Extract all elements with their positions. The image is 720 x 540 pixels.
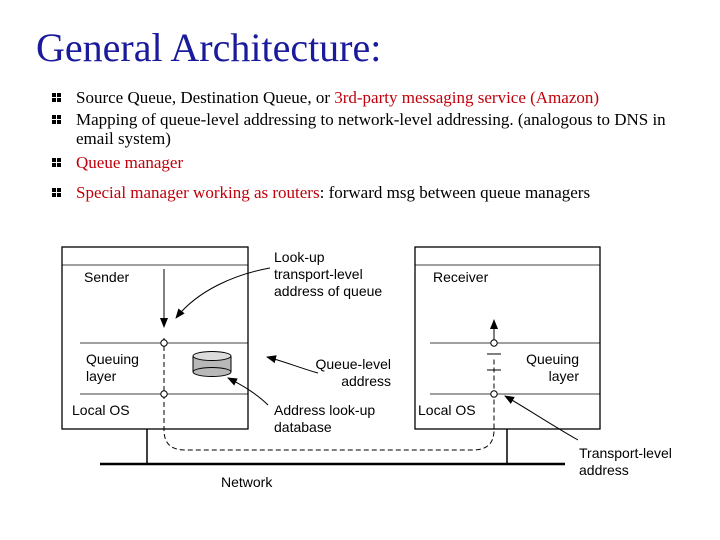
queuing-layer-left-label: layer xyxy=(86,368,117,384)
queuing-layer-right-label: Queuing xyxy=(526,351,579,367)
lookup-annotation: address of queue xyxy=(274,283,382,299)
local-os-right-label: Local OS xyxy=(418,402,476,418)
lookup-arrow xyxy=(175,267,271,319)
slide-title: General Architecture: xyxy=(36,25,382,70)
queuing-layer-right-label: layer xyxy=(549,368,580,384)
bullet-text: Mapping of queue-level addressing to net… xyxy=(76,110,666,148)
bullet-text-highlight: 3rd-party messaging service (Amazon) xyxy=(334,88,600,107)
bullet-text-highlight: Queue manager xyxy=(76,153,184,172)
database-icon xyxy=(192,351,232,377)
message-path xyxy=(163,338,495,451)
sender-queue-node xyxy=(160,339,168,347)
queue-level-address-arrow xyxy=(266,355,319,374)
local-os-left-label: Local OS xyxy=(72,402,130,418)
bullet-text: : forward msg between queue managers xyxy=(319,183,591,202)
queuing-layer-left-label: Queuing xyxy=(86,351,139,367)
transport-level-address-label: Transport-level xyxy=(579,445,672,461)
diamond-bullet-icon xyxy=(52,188,61,197)
diamond-bullet-icon xyxy=(52,93,61,102)
bullet-text-highlight: Special manager working as routers xyxy=(76,183,320,202)
bullet-item-routers: Special manager working as routers: forw… xyxy=(52,183,702,202)
lookup-annotation: transport-level xyxy=(274,266,363,282)
network-label: Network xyxy=(221,474,273,490)
address-lookup-db-label: Address look-up xyxy=(274,402,375,418)
bullet-item-queue-manager: Queue manager xyxy=(52,153,702,172)
transport-address-arrow xyxy=(504,395,579,441)
sender-label: Sender xyxy=(84,269,129,285)
address-lookup-db-label: database xyxy=(274,419,332,435)
database-arrow xyxy=(227,377,269,406)
queue-level-address-label: address xyxy=(341,373,391,389)
diamond-bullet-icon xyxy=(52,158,61,167)
lookup-annotation: Look-up xyxy=(274,249,325,265)
bullet-text: Source Queue, Destination Queue, or xyxy=(76,88,335,107)
bullet-item-mapping: Mapping of queue-level addressing to net… xyxy=(52,110,702,148)
receiver-queue-node xyxy=(490,339,498,347)
diamond-bullet-icon xyxy=(52,115,61,124)
receiver-label: Receiver xyxy=(433,269,489,285)
sender-os-node xyxy=(160,390,168,398)
bullet-item-queues: Source Queue, Destination Queue, or 3rd-… xyxy=(52,88,702,107)
bullet-list: Source Queue, Destination Queue, or 3rd-… xyxy=(52,88,702,202)
queue-level-address-label: Queue-level xyxy=(316,356,392,372)
transport-level-address-label: address xyxy=(579,462,629,478)
sender-host-box xyxy=(61,246,249,430)
receiver-os-node xyxy=(490,390,498,398)
